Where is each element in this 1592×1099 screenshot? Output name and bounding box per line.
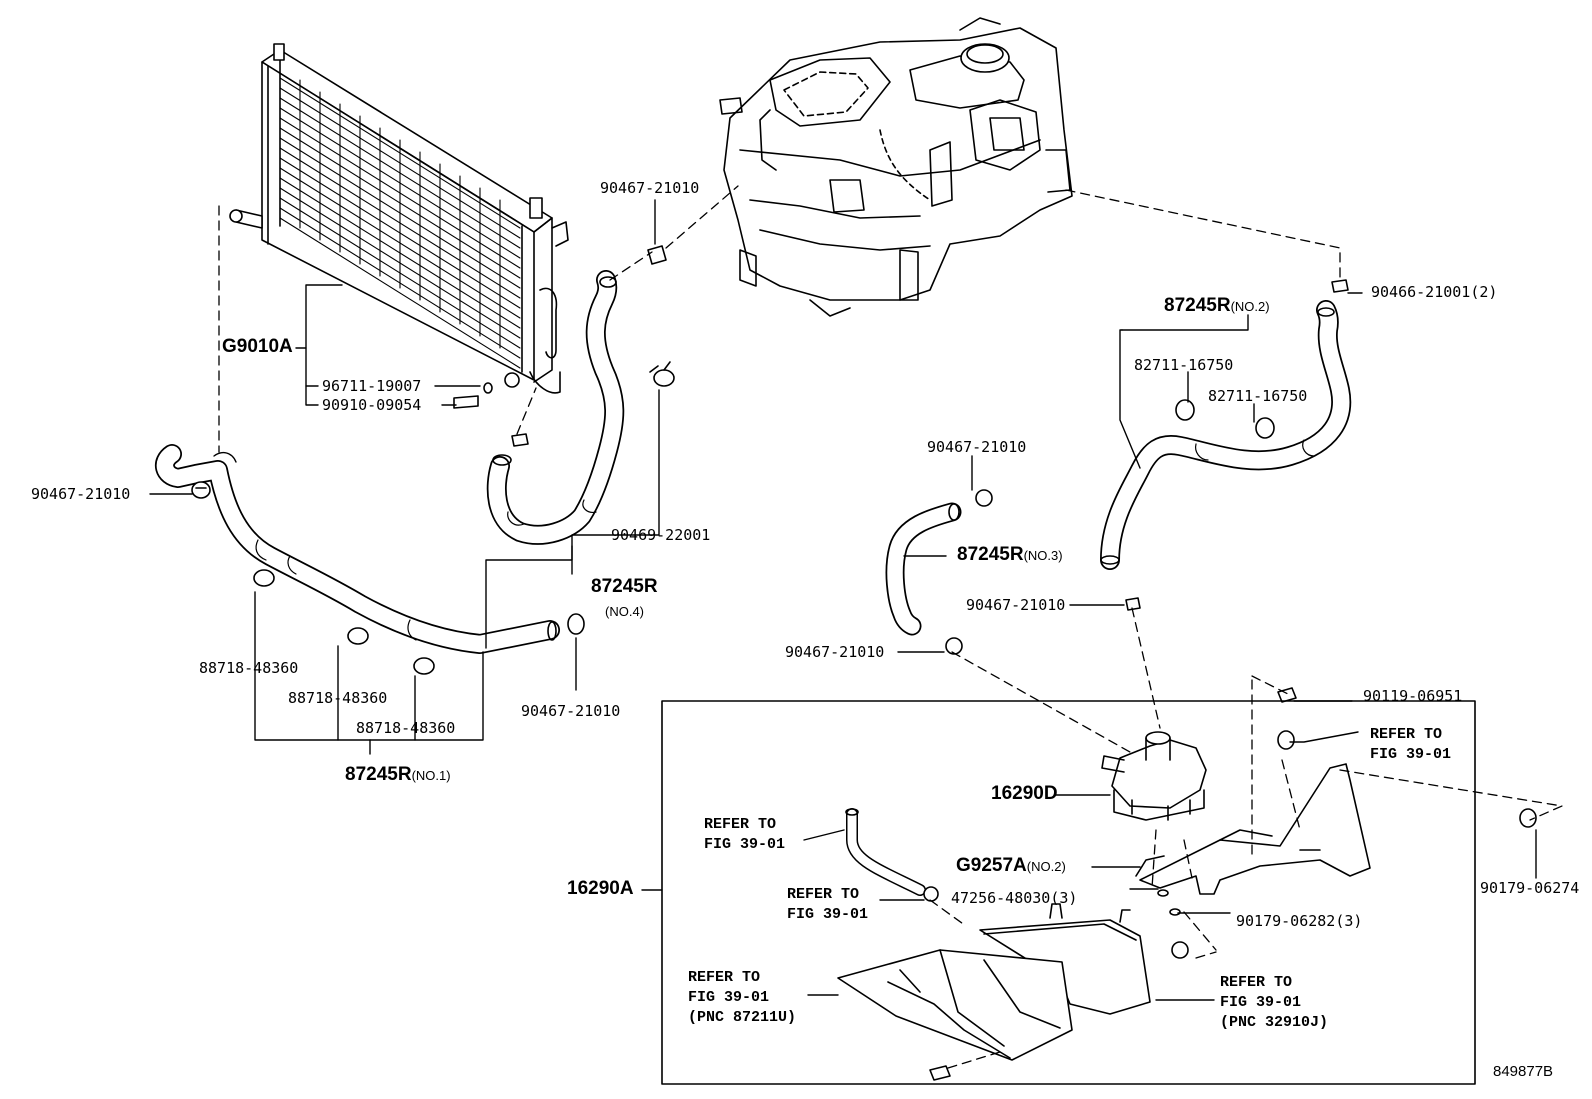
clamp-no2-b-label: 82711-16750 [1208,387,1308,405]
hose-no3-label: 87245R(NO.3) [957,544,1063,565]
nut-bracket-label: 90179-06282(3) [1236,912,1363,930]
ref-top-right: REFER TO FIG 39-01 [1370,725,1451,765]
sensor-label: 90910-09054 [322,396,422,414]
drain-cock-label: 96711-19007 [322,377,422,395]
radiator-illustration [229,43,569,409]
ref-reservoir: REFER TO FIG 39-01 (PNC 32910J) [1220,973,1328,1033]
hose-no3-illustration [885,502,962,636]
bracket-illustration [1135,763,1371,895]
ref-reservoir-line3: (PNC 32910J) [1220,1014,1329,1031]
hose-no2-suffix: (NO.2) [1230,299,1270,314]
ref-hose-clip: REFER TO FIG 39-01 [787,885,868,925]
clamp-no1-c-label: 88718-48360 [356,719,456,737]
clip-pump-top-label: 90467-21010 [966,596,1066,614]
ref-hose-top: REFER TO FIG 39-01 [704,815,785,855]
radiator-assy-label: G9010A [222,336,293,357]
hose-no1-illustration [154,444,560,654]
hose-no3-suffix: (NO.3) [1023,548,1063,563]
assembly-box [661,700,1476,1085]
ref-hose-top-line2: FIG 39-01 [704,836,786,853]
ref-duct-line1: REFER TO [688,969,761,986]
clip-top-label: 90467-21010 [600,179,700,197]
ref-hose-clip-line2: FIG 39-01 [787,906,869,923]
inverter-illustration [719,17,1073,317]
clip-no3-top-label: 90467-21010 [927,438,1027,456]
ref-top-right-line2: FIG 39-01 [1370,746,1452,763]
hose-no2-part-number: 87245R [1164,295,1231,316]
hose-no4-illustration [486,270,625,545]
ref-reservoir-line1: REFER TO [1220,974,1293,991]
clamp-no1-b-label: 88718-48360 [288,689,388,707]
bracket-label: G9257A(NO.2) [956,855,1066,876]
bracket-suffix: (NO.2) [1026,859,1066,874]
hose-no3-part-number: 87245R [957,544,1024,565]
bracket-part-number: G9257A [956,855,1027,876]
bolt-label: 90119-06951 [1363,687,1463,705]
leader-lines [149,199,1537,1001]
reservoir-hose-illustration [845,808,926,896]
clips [191,245,1537,1081]
clamp-no2-a-label: 82711-16750 [1134,356,1234,374]
ref-reservoir-line2: FIG 39-01 [1220,994,1302,1011]
reservoir-illustration [837,903,1151,1061]
hose-no4-label: 87245R [591,576,658,597]
hose-no4-suffix: (NO.4) [605,604,644,619]
pump-label: 16290D [991,783,1058,804]
clip-left-label: 90467-21010 [31,485,131,503]
hose-no1-label: 87245R(NO.1) [345,764,451,785]
hose-no2-label: 87245R(NO.2) [1164,295,1270,316]
hose-no2-illustration [1100,300,1352,570]
washer-label: 47256-48030(3) [951,889,1078,907]
clamp-no4-label: 90469-22001 [611,526,711,544]
diagram-id: 849877B [1493,1063,1554,1080]
clip-no3-bottom-label: 90467-21010 [785,643,885,661]
ref-duct-line3: (PNC 87211U) [688,1009,797,1026]
hose-no1-suffix: (NO.1) [411,768,451,783]
ref-hose-clip-line1: REFER TO [787,886,860,903]
clamp-no1-a-label: 88718-48360 [199,659,299,677]
hose-no1-part-number: 87245R [345,764,412,785]
clip-no1-end-label: 90467-21010 [521,702,621,720]
reservoir-assy-label: 16290A [567,878,634,899]
ref-top-right-line1: REFER TO [1370,726,1443,743]
ref-duct: REFER TO FIG 39-01 (PNC 87211U) [688,968,796,1028]
connection-lines [218,185,1563,1069]
radiator-part-number: G9010A [222,336,293,357]
nut-right-label: 90179-06274 [1480,879,1580,897]
clamp-right-label: 90466-21001(2) [1371,283,1498,301]
water-pump-illustration [1101,731,1207,821]
ref-duct-line2: FIG 39-01 [688,989,770,1006]
ref-hose-top-line1: REFER TO [704,816,777,833]
